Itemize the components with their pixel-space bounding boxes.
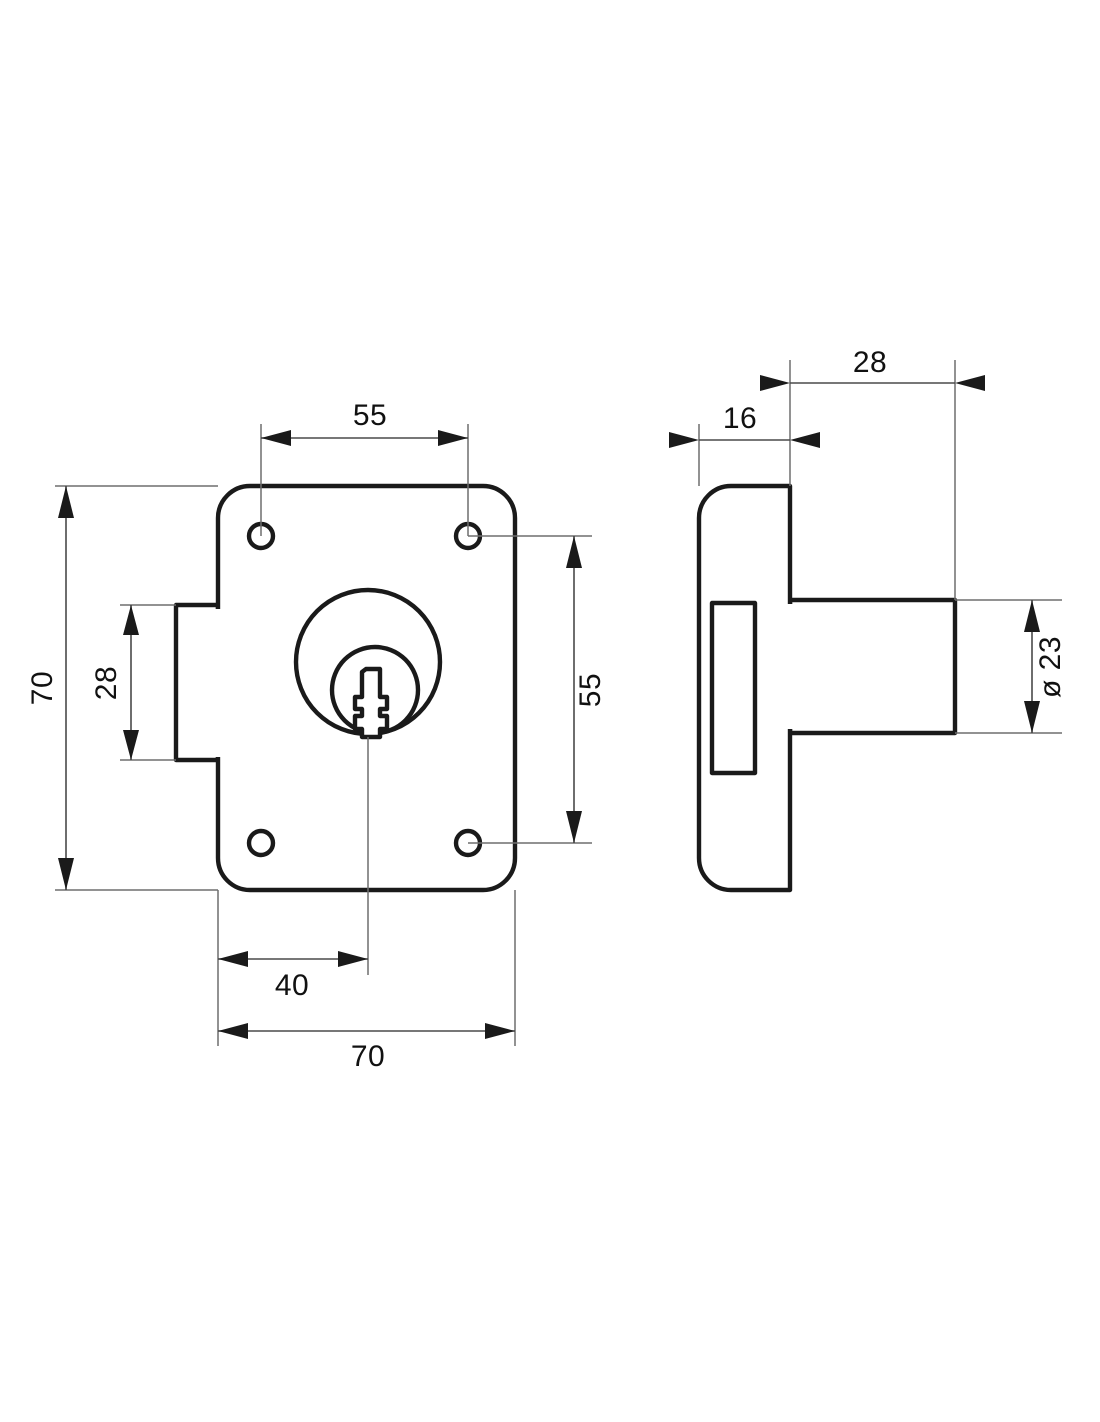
dim-70-bottom: 70 <box>218 1023 515 1073</box>
dim-70-bottom-arrow-left <box>218 1023 248 1039</box>
dim-28-top-arrow-left <box>760 375 790 391</box>
dim-55-top-label: 55 <box>353 399 387 432</box>
mounting-hole-bottom-left <box>246 828 276 858</box>
dim-28-top-arrow-right <box>955 375 985 391</box>
dim-55-top: 55 <box>261 399 468 446</box>
side-view-cylinder <box>787 597 958 736</box>
dim-55-right-arrow-bottom <box>566 811 582 843</box>
dim-55-top-arrow-right <box>438 430 468 446</box>
dim-70-bottom-arrow-right <box>485 1023 515 1039</box>
dim-28-left: 28 <box>90 605 139 760</box>
dim-40-bottom: 40 <box>218 951 368 1002</box>
dim-28-top: 28 <box>760 346 985 391</box>
dim-dia-23: ø 23 <box>1024 600 1067 733</box>
dim-40-bottom-arrow-left <box>218 951 248 967</box>
dim-70-left-label: 70 <box>26 671 59 705</box>
dim-40-bottom-arrow-right <box>338 951 368 967</box>
dim-16-top: 16 <box>669 402 820 448</box>
dim-40-bottom-label: 40 <box>275 969 309 1002</box>
dim-55-right: 55 <box>566 536 607 843</box>
dim-70-left-arrow-bottom <box>58 858 74 890</box>
side-view-slot <box>709 600 758 776</box>
dim-16-top-arrow-right <box>790 432 820 448</box>
dim-dia-23-arrow-bottom <box>1024 701 1040 733</box>
dim-70-left: 70 <box>26 486 74 890</box>
dim-55-top-arrow-left <box>261 430 291 446</box>
side-view: 16 28 ø 23 <box>669 346 1067 893</box>
side-view-plate <box>696 483 793 893</box>
dim-70-bottom-label: 70 <box>351 1040 385 1073</box>
dim-28-left-label: 28 <box>90 666 123 700</box>
dim-16-top-arrow-left <box>669 432 699 448</box>
dim-dia-23-arrow-top <box>1024 600 1040 632</box>
dim-55-right-arrow-top <box>566 536 582 568</box>
front-view-left-tab <box>173 602 221 763</box>
dim-28-top-label: 28 <box>853 346 887 379</box>
keyway-profile <box>352 666 390 740</box>
dim-16-top-label: 16 <box>723 402 757 435</box>
dim-70-left-arrow-top <box>58 486 74 518</box>
dim-28-left-arrow-top <box>123 605 139 635</box>
dim-55-right-label: 55 <box>574 673 607 707</box>
dim-28-left-arrow-bottom <box>123 730 139 760</box>
front-view: 55 70 28 55 <box>26 399 607 1073</box>
dim-dia-23-label: ø 23 <box>1034 636 1067 698</box>
